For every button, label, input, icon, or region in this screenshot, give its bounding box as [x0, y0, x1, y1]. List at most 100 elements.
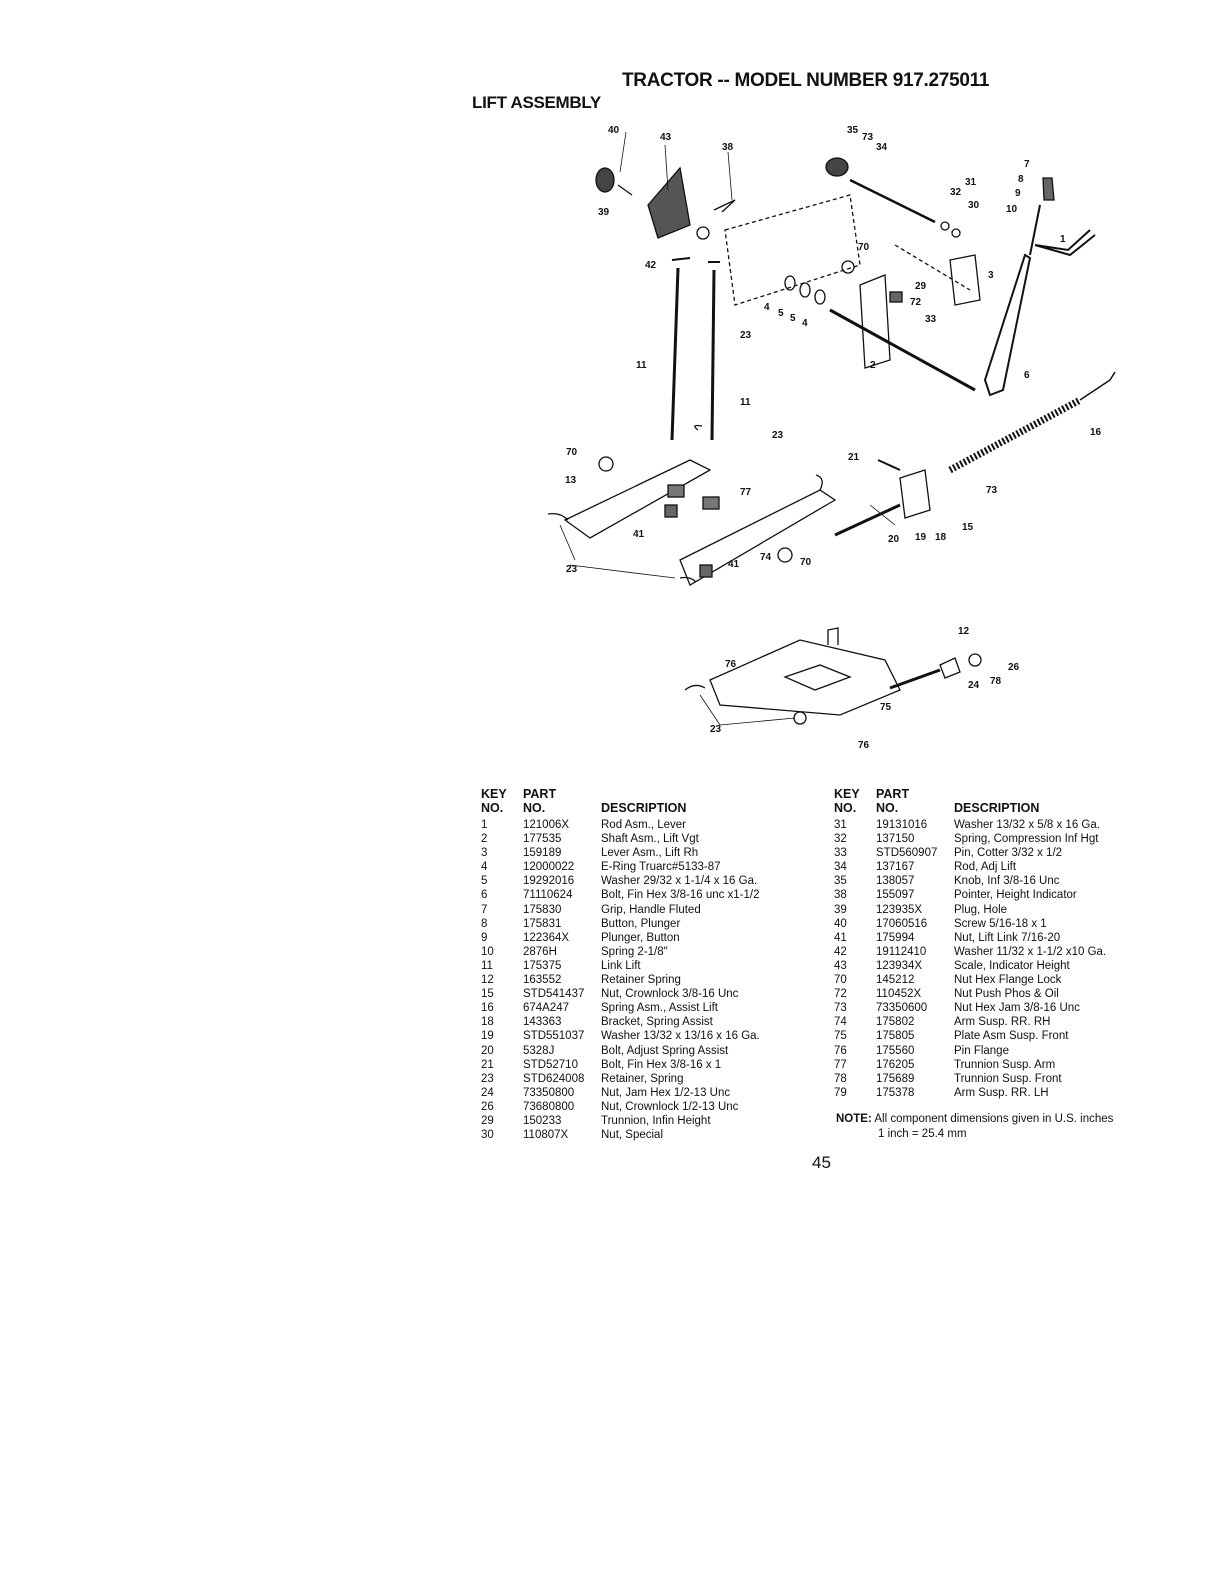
- callout: 34: [876, 142, 888, 153]
- description-cell: Washer 13/32 x 13/16 x 16 Ga.: [601, 1030, 760, 1043]
- description-cell: Nut, Crownlock 3/8-16 Unc: [601, 988, 739, 1001]
- callout: 18: [935, 532, 947, 543]
- description-cell: Trunnion, Infin Height: [601, 1114, 711, 1127]
- key-cell: 42: [834, 945, 847, 958]
- part-number-cell: 73680800: [523, 1100, 575, 1113]
- description-cell: Washer 11/32 x 1-1/2 x10 Ga.: [954, 945, 1107, 958]
- callout: 4: [764, 302, 770, 313]
- note-conversion: 1 inch = 25.4 mm: [878, 1128, 967, 1140]
- key-cell: 8: [481, 917, 488, 930]
- description-cell: Pin, Cotter 3/32 x 1/2: [954, 847, 1063, 860]
- part-number-cell: 176205: [876, 1058, 915, 1071]
- callout: 76: [858, 740, 870, 751]
- callout: 30: [968, 200, 980, 211]
- description-cell: E-Ring Truarc#5133-87: [601, 861, 721, 874]
- callout: 12: [958, 626, 970, 637]
- description-cell: Retainer, Spring: [601, 1072, 684, 1085]
- description-cell: Rod Asm., Lever: [601, 819, 687, 831]
- callout: 13: [565, 475, 577, 486]
- description-cell: Nut Hex Jam 3/8-16 Unc: [954, 1002, 1080, 1015]
- callout: 32: [950, 187, 962, 198]
- callout: 5: [790, 313, 796, 324]
- description-cell: Arm Susp. RR. LH: [954, 1086, 1049, 1099]
- header-part-no: NO.: [876, 801, 899, 815]
- description-cell: Spring 2-1/8": [601, 945, 668, 958]
- callout: 33: [925, 314, 937, 325]
- callout: 38: [722, 142, 734, 153]
- key-cell: 10: [481, 945, 494, 958]
- part-number-cell: 123935X: [876, 903, 923, 916]
- part-number-cell: 159189: [523, 847, 562, 860]
- callout: 70: [566, 447, 578, 458]
- key-cell: 41: [834, 931, 847, 944]
- callout: 19: [915, 532, 927, 543]
- description-cell: Plug, Hole: [954, 903, 1008, 916]
- exploded-parts-diagram: 40 43 38 39 42 35 73 34 31 32 30 7 8 9 1…: [547, 125, 1116, 751]
- part-number-cell: 163552: [523, 974, 562, 987]
- note-label: NOTE:: [836, 1113, 872, 1125]
- part-number-cell: 123934X: [876, 959, 923, 972]
- callout: 5: [778, 308, 784, 319]
- description-cell: Nut, Jam Hex 1/2-13 Unc: [601, 1086, 731, 1099]
- callout: 23: [710, 724, 722, 735]
- callout: 70: [800, 557, 812, 568]
- part-number-cell: 5328J: [523, 1044, 555, 1057]
- key-cell: 18: [481, 1016, 494, 1029]
- description-cell: Spring, Compression Inf Hgt: [954, 833, 1099, 846]
- key-cell: 15: [481, 988, 494, 1001]
- callout: 1: [1060, 234, 1066, 245]
- description-cell: Bracket, Spring Assist: [601, 1016, 713, 1029]
- description-cell: Pointer, Height Indicator: [954, 889, 1077, 902]
- key-cell: 32: [834, 833, 847, 846]
- key-cell: 30: [481, 1129, 494, 1142]
- key-cell: 20: [481, 1044, 494, 1057]
- part-number-cell: STD551037: [523, 1030, 585, 1043]
- key-cell: 1: [481, 819, 488, 831]
- key-cell: 12: [481, 974, 494, 987]
- key-cell: 26: [481, 1100, 494, 1113]
- callout: 23: [772, 430, 784, 441]
- part-number-cell: 12000022: [523, 861, 575, 874]
- key-cell: 40: [834, 917, 847, 930]
- part-number-cell: 73350600: [876, 1002, 928, 1015]
- part-number-cell: 155097: [876, 889, 915, 902]
- callout: 8: [1018, 174, 1024, 185]
- key-cell: 23: [481, 1072, 494, 1085]
- part-number-cell: 177535: [523, 833, 562, 846]
- key-cell: 34: [834, 861, 847, 874]
- part-number-cell: 73350800: [523, 1086, 575, 1099]
- header-description: DESCRIPTION: [601, 801, 687, 815]
- description-cell: Washer 29/32 x 1-1/4 x 16 Ga.: [601, 875, 758, 888]
- description-cell: Nut, Crownlock 1/2-13 Unc: [601, 1100, 739, 1113]
- part-number-cell: 143363: [523, 1016, 562, 1029]
- callout: 73: [986, 485, 998, 496]
- key-cell: 24: [481, 1086, 494, 1099]
- description-cell: Grip, Handle Fluted: [601, 903, 701, 916]
- callout: 74: [760, 552, 772, 563]
- part-number-cell: STD541437: [523, 988, 585, 1001]
- callout: 43: [660, 132, 672, 143]
- key-cell: 6: [481, 889, 488, 902]
- key-cell: 21: [481, 1058, 494, 1071]
- note-text: All component dimensions given in U.S. i…: [874, 1113, 1114, 1125]
- part-number-cell: 175805: [876, 1030, 915, 1043]
- part-number-cell: 175375: [523, 959, 562, 972]
